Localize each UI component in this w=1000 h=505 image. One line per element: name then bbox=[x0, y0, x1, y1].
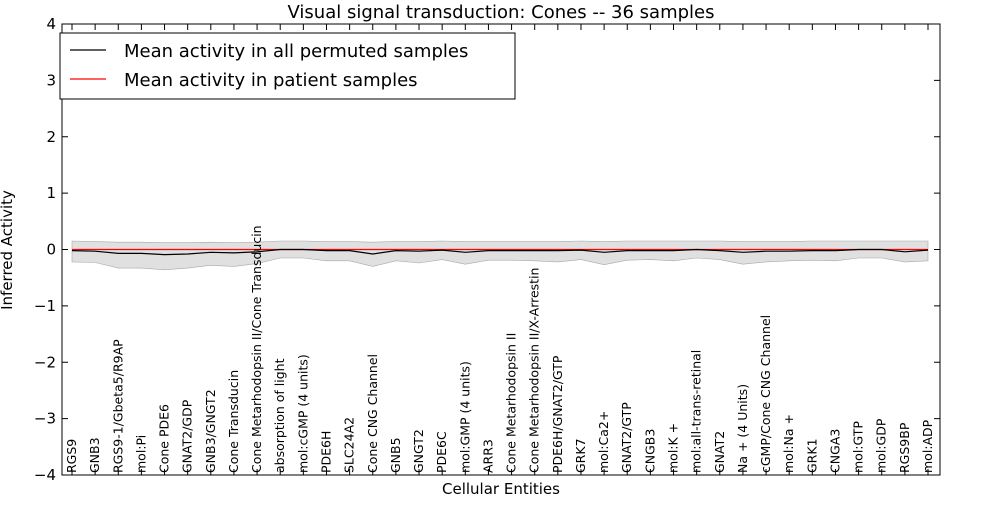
series-line-permuted bbox=[71, 248, 929, 256]
x-tick-label: PDE6C bbox=[434, 431, 449, 473]
y-tick-label: 2 bbox=[46, 128, 56, 146]
x-tick-label: Cone Metarhodopsin II/Cone Transducin bbox=[249, 225, 264, 473]
x-tick-label: SLC24A2 bbox=[342, 417, 357, 473]
x-axis-title: Cellular Entities bbox=[442, 480, 560, 498]
band-layer bbox=[71, 240, 929, 271]
x-tick-label: Cone Metarhodopsin II bbox=[504, 333, 519, 473]
y-tick-label: 4 bbox=[46, 15, 56, 33]
x-tick-label: ARR3 bbox=[480, 439, 495, 473]
legend-label-patient: Mean activity in patient samples bbox=[124, 70, 418, 91]
y-tick-label: 3 bbox=[46, 71, 56, 89]
x-tick-label: Cone Transducin bbox=[226, 370, 241, 473]
y-tick-label: −1 bbox=[34, 297, 56, 315]
x-tick-label: Na + (4 Units) bbox=[735, 384, 750, 473]
x-tick-label: mol:Ca2+ bbox=[596, 411, 611, 473]
x-tick-label: mol:K + bbox=[666, 423, 681, 473]
x-tick-label: absorption of light bbox=[272, 358, 287, 473]
x-tick-label: RGS9 bbox=[64, 439, 79, 473]
x-tick-label: mol:cGMP (4 units) bbox=[295, 354, 310, 473]
y-tick-label: 1 bbox=[46, 184, 56, 202]
y-tick-label: −3 bbox=[34, 410, 56, 428]
x-tick-label: GRK1 bbox=[804, 438, 819, 473]
x-tick-label: mol:GMP (4 units) bbox=[457, 361, 472, 473]
x-tick-label: GNAT2/GDP bbox=[180, 399, 195, 473]
x-tick-label: mol:Pi bbox=[133, 435, 148, 473]
x-tick-label: mol:GTP bbox=[851, 421, 866, 473]
x-tick-label: GRK7 bbox=[573, 438, 588, 473]
chart-title: Visual signal transduction: Cones -- 36 … bbox=[287, 2, 714, 23]
legend-label-permuted: Mean activity in all permuted samples bbox=[124, 41, 468, 62]
x-tick-label: PDE6H/GNAT2/GTP bbox=[550, 355, 565, 473]
x-tick-label: Cone CNG Channel bbox=[365, 354, 380, 473]
y-tick-label: −4 bbox=[34, 466, 56, 484]
x-tick-label: RGS9-1/Gbeta5/R9AP bbox=[110, 339, 125, 473]
series-layer bbox=[71, 248, 929, 256]
x-tick-label: GNB5 bbox=[388, 437, 403, 473]
y-axis-title: Inferred Activity bbox=[0, 190, 16, 310]
x-axis: RGS9 GNB3 RGS9-1/Gbeta5/R9AP mol:Pi Cone PDE… bbox=[64, 24, 935, 475]
x-tick-label: Cone Metarhodopsin II/X-Arrestin bbox=[527, 268, 542, 473]
legend-box bbox=[59, 32, 516, 100]
x-tick-label: GNAT2 bbox=[712, 431, 727, 473]
x-tick-label: GNB3 bbox=[87, 437, 102, 473]
x-tick-label: GNGT2 bbox=[411, 429, 426, 473]
x-tick-label: mol:GDP bbox=[874, 418, 889, 473]
x-tick-label: CNGA3 bbox=[828, 429, 843, 473]
x-tick-label: GNAT2/GTP bbox=[619, 402, 634, 473]
legend: Mean activity in all permuted samples Me… bbox=[59, 32, 516, 100]
x-tick-label: CNGB3 bbox=[642, 429, 657, 473]
x-tick-label: mol:Na + bbox=[781, 414, 796, 473]
x-tick-label: cGMP/Cone CNG Channel bbox=[758, 315, 773, 473]
x-tick-label: mol:all-trans-retinal bbox=[689, 350, 704, 473]
x-tick-label: mol:ADP bbox=[920, 419, 935, 473]
x-tick-label: GNB3/GNGT2 bbox=[203, 389, 218, 473]
series-band-permuted bbox=[71, 240, 929, 271]
x-tick-label: RGS9BP bbox=[897, 422, 912, 473]
x-tick-label: PDE6H bbox=[319, 431, 334, 473]
y-tick-label: −2 bbox=[34, 353, 56, 371]
y-tick-label: 0 bbox=[46, 241, 56, 259]
y-axis: −4 −3 −2 −1 0 1 2 3 4 bbox=[34, 15, 940, 484]
x-tick-label: Cone PDE6 bbox=[157, 404, 172, 473]
